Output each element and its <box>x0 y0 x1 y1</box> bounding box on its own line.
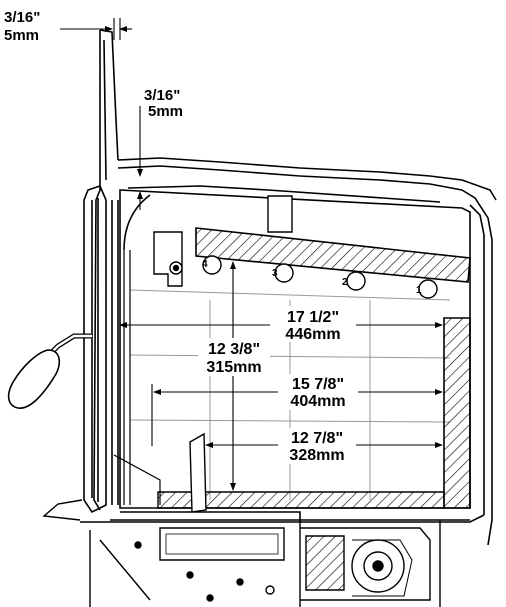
burner-labels: 4 3 2 1 <box>202 259 422 296</box>
door-handle <box>7 333 92 409</box>
dim-depth-bottom-metric: 328mm <box>289 447 344 464</box>
door-assembly <box>83 185 119 514</box>
dim-top-gap-metric: 5mm <box>4 27 39 44</box>
center-support <box>189 432 207 513</box>
latch-mechanism <box>153 195 293 287</box>
dim-top-gap-imperial: 3/16" <box>4 9 40 26</box>
burner-label-4: 4 <box>202 259 208 270</box>
housing-outline <box>93 29 497 546</box>
burner-nozzles <box>202 255 438 299</box>
dim-depth-top-metric: 446mm <box>285 326 340 343</box>
bottom-insulation-floor <box>157 491 445 509</box>
burner-label-3: 3 <box>272 268 278 279</box>
side-rail <box>113 250 161 505</box>
dim-depth-middle <box>151 384 443 446</box>
dim-height-imperial: 12 3/8" <box>208 341 260 358</box>
dim-depth-middle-imperial: 15 7/8" <box>292 376 344 393</box>
rear-insulation-wall <box>443 317 471 509</box>
dim-depth-middle-metric: 404mm <box>290 393 345 410</box>
base-machinery <box>42 499 441 607</box>
top-heating-element <box>195 227 471 283</box>
dim-top-gap <box>60 18 132 40</box>
dim-inner-gap-imperial: 3/16" <box>144 87 180 104</box>
dim-depth-top-imperial: 17 1/2" <box>287 309 339 326</box>
burner-label-2: 2 <box>342 277 348 288</box>
dim-depth-bottom-imperial: 12 7/8" <box>291 430 343 447</box>
dim-height-metric: 315mm <box>206 359 261 376</box>
burner-label-1: 1 <box>416 285 422 296</box>
dim-inner-gap-metric: 5mm <box>148 103 183 120</box>
